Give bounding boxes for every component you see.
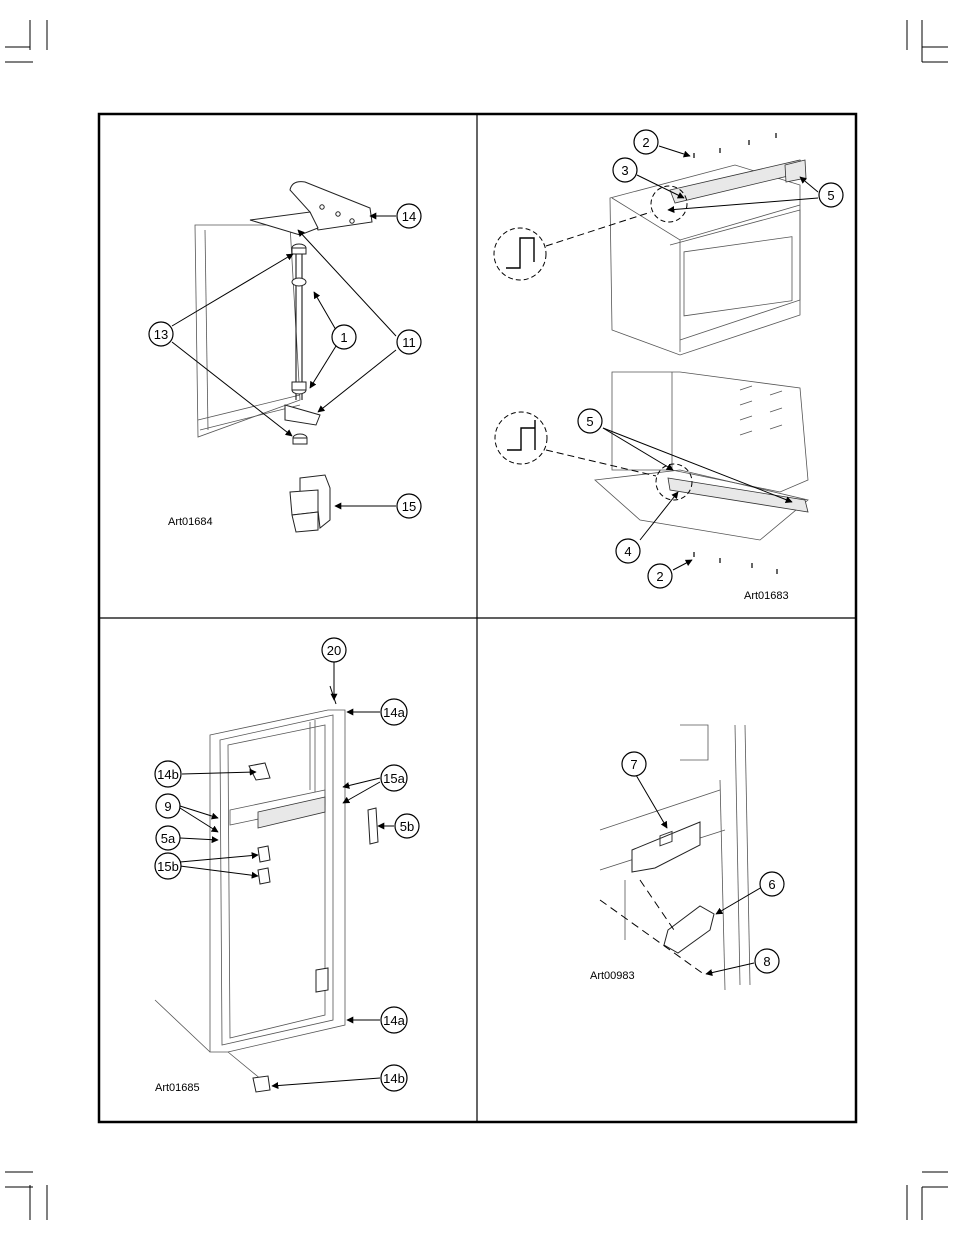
svg-text:5a: 5a: [161, 831, 176, 846]
callout-7: 7: [621, 751, 647, 777]
svg-text:5: 5: [586, 414, 593, 429]
callout-5b: 5b: [394, 813, 420, 839]
callout-15b: 15b: [154, 852, 182, 880]
svg-text:14: 14: [402, 209, 416, 224]
callout-1: 1: [331, 324, 357, 350]
callout-15a: 15a: [380, 764, 408, 792]
svg-text:15b: 15b: [157, 859, 179, 874]
callout-5a: 5a: [155, 825, 181, 851]
svg-text:9: 9: [164, 799, 171, 814]
callout-11: 11: [396, 329, 422, 355]
callout-9: 9: [155, 793, 181, 819]
callout-14a-bottom: 14a: [380, 1006, 408, 1034]
callout-2-top: 2: [633, 129, 659, 155]
callout-3: 3: [612, 157, 638, 183]
panel-control: [599, 724, 763, 991]
svg-text:13: 13: [154, 327, 168, 342]
panel-grid: [97, 112, 858, 1124]
callout-13: 13: [148, 321, 174, 347]
callout-20: 20: [321, 637, 347, 663]
svg-text:14a: 14a: [383, 705, 405, 720]
svg-text:20: 20: [327, 643, 341, 658]
svg-text:14a: 14a: [383, 1013, 405, 1028]
svg-text:6: 6: [768, 877, 775, 892]
callout-2-bottom: 2: [647, 563, 673, 589]
callout-4: 4: [615, 538, 641, 564]
art-code-trim: Art01683: [744, 590, 789, 602]
panel-trim: [493, 133, 819, 574]
callout-6: 6: [759, 871, 785, 897]
callout-14b-top: 14b: [154, 760, 182, 788]
svg-text:3: 3: [621, 163, 628, 178]
svg-text:14b: 14b: [157, 767, 179, 782]
callout-15: 15: [396, 493, 422, 519]
art-code-hinge: Art01684: [168, 516, 213, 528]
svg-text:8: 8: [763, 954, 770, 969]
svg-text:11: 11: [402, 335, 416, 350]
svg-text:2: 2: [656, 569, 663, 584]
art-codes: Art01684 Art01683 Art01685 Art00983: [155, 516, 789, 1094]
callout-14a-top: 14a: [380, 698, 408, 726]
callout-8: 8: [754, 948, 780, 974]
callout-5-bottom: 5: [577, 408, 603, 434]
crop-marks: [5, 20, 948, 1220]
panel-hinge: [171, 181, 397, 533]
callout-14b-bottom: 14b: [380, 1064, 408, 1092]
svg-text:1: 1: [340, 330, 347, 345]
svg-text:7: 7: [630, 757, 637, 772]
svg-text:2: 2: [642, 135, 649, 150]
art-code-control: Art00983: [590, 970, 635, 982]
callouts: 14 13 1 11 15 2 3 5 5 4 2 20 14a 14b 15a…: [148, 129, 844, 1092]
svg-text:5: 5: [827, 188, 834, 203]
svg-text:14b: 14b: [383, 1071, 405, 1086]
svg-text:15a: 15a: [383, 771, 405, 786]
art-code-frame: Art01685: [155, 1082, 200, 1094]
callout-14: 14: [396, 203, 422, 229]
callout-5-top: 5: [818, 182, 844, 208]
svg-text:15: 15: [402, 499, 416, 514]
svg-text:4: 4: [624, 544, 631, 559]
svg-text:5b: 5b: [400, 819, 414, 834]
panel-frame: [154, 662, 394, 1093]
